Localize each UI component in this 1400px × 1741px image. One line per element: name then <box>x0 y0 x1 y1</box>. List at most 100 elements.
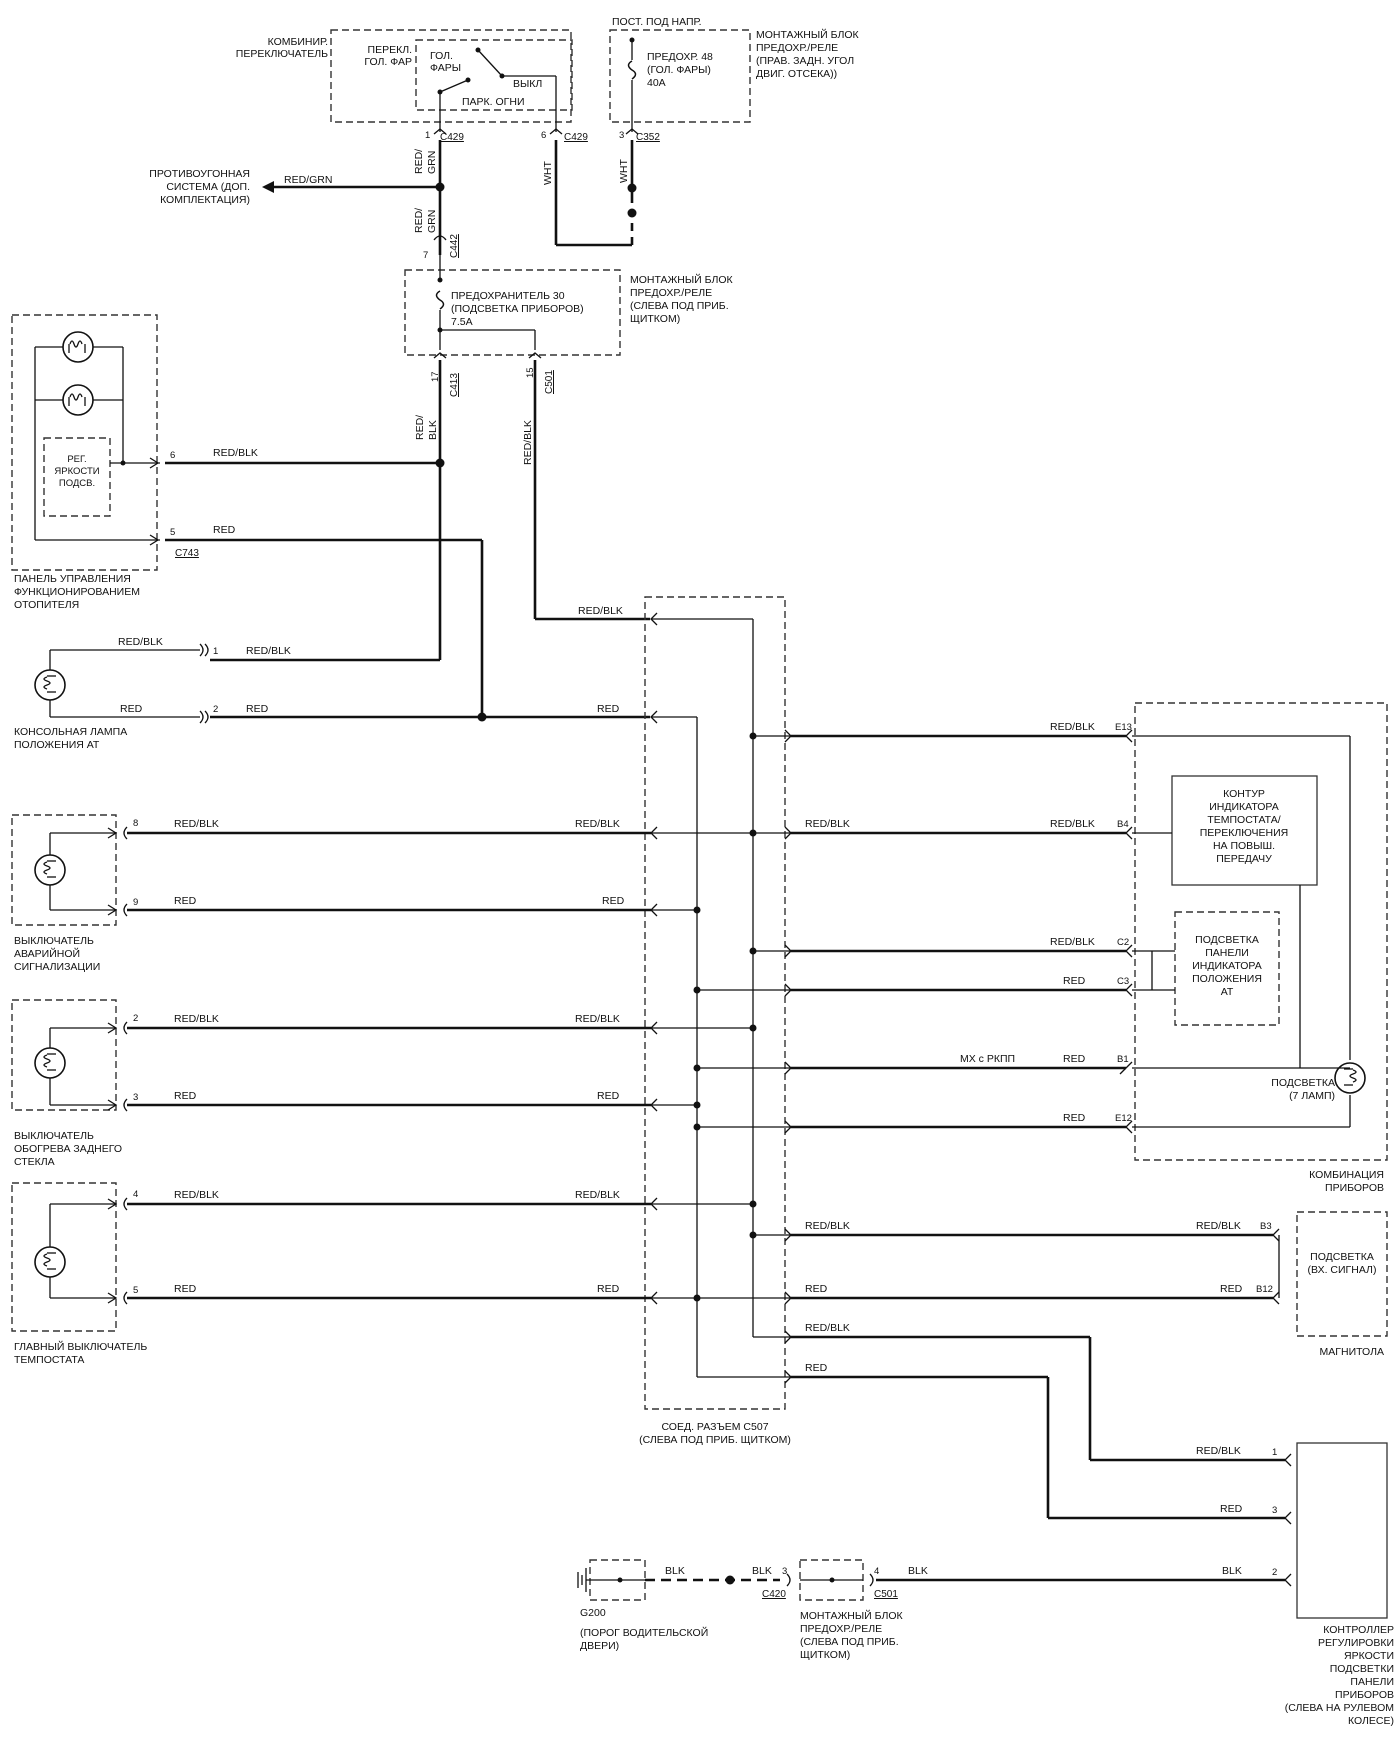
hazard-switch: 8 9 ВЫКЛЮЧАТЕЛЬ АВАРИЙНОЙ СИГНАЛИЗАЦИИ <box>11 814 138 973</box>
cruise-indicator-label: КОНТУР <box>1223 788 1265 800</box>
svg-text:GRN: GRN <box>426 151 438 174</box>
cruise-indicator-box <box>1171 775 1318 886</box>
svg-text:КОЛЕСЕ): КОЛЕСЕ) <box>1348 1715 1394 1727</box>
cluster-lamps-label: ПОДСВЕТКА <box>1271 1077 1335 1089</box>
instrument-cluster: КОМБИНАЦИЯ ПРИБОРОВ КОНТУР ИНДИКАТОРА ТЕ… <box>1115 702 1388 1194</box>
connector-c420: C420 <box>762 1589 786 1600</box>
svg-text:RED: RED <box>1220 1283 1243 1295</box>
connector-c743: C743 <box>175 548 199 559</box>
svg-text:ДВИГ. ОТСЕКА)): ДВИГ. ОТСЕКА)) <box>756 68 837 80</box>
svg-text:АТ: АТ <box>1221 986 1234 998</box>
svg-text:RED/BLK: RED/BLK <box>213 447 258 459</box>
svg-text:B12: B12 <box>1256 1284 1273 1295</box>
svg-text:5: 5 <box>170 527 175 538</box>
radio: ПОДСВЕТКА (ВХ. СИГНАЛ) МАГНИТОЛА B3 B12 <box>1256 1211 1388 1358</box>
svg-text:RED: RED <box>213 524 236 536</box>
radio-box <box>1296 1211 1388 1337</box>
svg-text:ФАРЫ: ФАРЫ <box>430 62 461 74</box>
hazard-box <box>11 814 117 926</box>
svg-text:RED: RED <box>120 703 143 715</box>
svg-text:RED: RED <box>246 703 269 715</box>
svg-text:ПОДСВЕТКИ: ПОДСВЕТКИ <box>1330 1663 1394 1675</box>
svg-text:17: 17 <box>430 371 441 382</box>
svg-text:RED/BLK: RED/BLK <box>522 420 534 465</box>
svg-text:C429: C429 <box>564 132 588 143</box>
svg-text:ТЕМПОСТАТА: ТЕМПОСТАТА <box>14 1354 84 1366</box>
radio-light-label: ПОДСВЕТКА <box>1310 1251 1374 1263</box>
svg-text:E13: E13 <box>1115 722 1132 733</box>
svg-text:6: 6 <box>170 450 175 461</box>
connector-c501: C501 <box>544 370 555 394</box>
svg-text:3: 3 <box>133 1092 138 1103</box>
dash-fuse-block: ПРЕДОХРАНИТЕЛЬ 30 (ПОДСВЕТКА ПРИБОРОВ) 7… <box>404 255 734 397</box>
svg-text:BLK: BLK <box>1222 1565 1242 1577</box>
combo-switch-box <box>330 29 572 123</box>
console-at-lamp: RED/BLK RED 1 2 КОНСОЛЬНАЯ ЛАМПА ПОЛОЖЕН… <box>14 636 218 751</box>
connector-c501b: C501 <box>874 1589 898 1600</box>
svg-text:4: 4 <box>874 1566 879 1577</box>
wht-wire: WHT WHT <box>542 140 637 247</box>
svg-text:ТЕМПОСТАТА/: ТЕМПОСТАТА/ <box>1207 814 1280 826</box>
svg-text:B3: B3 <box>1260 1221 1272 1232</box>
svg-text:ГОЛ. ФАР: ГОЛ. ФАР <box>364 56 412 68</box>
hazard-label: ВЫКЛЮЧАТЕЛЬ <box>14 935 94 947</box>
svg-text:ЯРКОСТИ: ЯРКОСТИ <box>54 466 99 477</box>
svg-text:ПОЛОЖЕНИЯ АТ: ПОЛОЖЕНИЯ АТ <box>14 739 100 751</box>
cluster-label: КОМБИНАЦИЯ <box>1309 1169 1384 1181</box>
svg-text:5: 5 <box>133 1285 138 1296</box>
svg-text:(7 ЛАМП): (7 ЛАМП) <box>1289 1090 1335 1102</box>
svg-text:3: 3 <box>782 1566 787 1577</box>
svg-text:RED/BLK: RED/BLK <box>174 818 219 830</box>
prndl-light-label: ПОДСВЕТКА <box>1195 934 1259 946</box>
svg-text:(СЛЕВА НА РУЛЕВОМ: (СЛЕВА НА РУЛЕВОМ <box>1285 1702 1394 1714</box>
svg-text:RED: RED <box>174 1283 197 1295</box>
svg-text:ОБОГРЕВА ЗАДНЕГО: ОБОГРЕВА ЗАДНЕГО <box>14 1143 122 1155</box>
svg-text:RED: RED <box>174 895 197 907</box>
svg-text:ПРЕДОХР./РЕЛЕ: ПРЕДОХР./РЕЛЕ <box>756 42 838 54</box>
rear-defrost-label: ВЫКЛЮЧАТЕЛЬ <box>14 1130 94 1142</box>
svg-text:RED: RED <box>597 1090 620 1102</box>
svg-text:9: 9 <box>133 897 138 908</box>
red-grn-wire: RED/GRN ПРОТИВОУГОННАЯ СИСТЕМА (ДОП. КОМ… <box>149 140 460 261</box>
svg-text:WHT: WHT <box>542 161 554 185</box>
svg-text:7: 7 <box>423 250 428 261</box>
svg-text:RED/: RED/ <box>413 149 425 174</box>
svg-text:8: 8 <box>133 818 138 829</box>
rear-defrost-box <box>11 999 117 1111</box>
svg-text:(ПОДСВЕТКА ПРИБОРОВ): (ПОДСВЕТКА ПРИБОРОВ) <box>451 303 584 315</box>
fuse48-label: ПРЕДОХР. 48 <box>647 51 713 63</box>
engine-fuse-block-label: МОНТАЖНЫЙ БЛОК <box>756 28 860 41</box>
svg-text:СИСТЕМА (ДОП.: СИСТЕМА (ДОП. <box>166 181 250 193</box>
heater-control-panel: РЕГ. ЯРКОСТИ ПОДСВ. 6 5 C743 ПАНЕЛЬ УПРА… <box>11 314 199 611</box>
svg-text:RED: RED <box>597 1283 620 1295</box>
svg-text:RED: RED <box>805 1283 828 1295</box>
svg-text:ИНДИКАТОРА: ИНДИКАТОРА <box>1209 801 1279 813</box>
heater-panel-box <box>11 314 158 571</box>
engine-fuse-block: ПОСТ. ПОД НАПР. ПРЕДОХР. 48 (ГОЛ. ФАРЫ) … <box>609 16 860 132</box>
svg-text:РЕГУЛИРОВКИ: РЕГУЛИРОВКИ <box>1318 1637 1394 1649</box>
svg-text:КОМПЛЕКТАЦИЯ): КОМПЛЕКТАЦИЯ) <box>160 194 250 206</box>
svg-text:7.5A: 7.5A <box>451 316 473 328</box>
svg-text:(СЛЕВА ПОД ПРИБ.: (СЛЕВА ПОД ПРИБ. <box>630 300 729 312</box>
svg-text:2: 2 <box>133 1013 138 1024</box>
console-lamp-label: КОНСОЛЬНАЯ ЛАМПА <box>14 726 127 738</box>
svg-text:RED/BLK: RED/BLK <box>174 1189 219 1201</box>
cruise-switch-label: ГЛАВНЫЙ ВЫКЛЮЧАТЕЛЬ <box>14 1340 147 1353</box>
svg-text:BLK: BLK <box>752 1565 772 1577</box>
antitheft-label: ПРОТИВОУГОННАЯ <box>149 168 250 180</box>
rear-defrost-switch: 2 3 ВЫКЛЮЧАТЕЛЬ ОБОГРЕВА ЗАДНЕГО СТЕКЛА <box>11 999 138 1168</box>
svg-text:RED/BLK: RED/BLK <box>575 1013 620 1025</box>
svg-text:RED: RED <box>1063 1112 1086 1124</box>
combination-switch: КОМБИНИР. ПЕРЕКЛЮЧАТЕЛЬ ПЕРЕКЛ. ГОЛ. ФАР… <box>236 29 573 132</box>
svg-text:(СЛЕВА ПОД ПРИБ. ЩИТКОМ): (СЛЕВА ПОД ПРИБ. ЩИТКОМ) <box>639 1434 791 1446</box>
svg-text:ПРИБОРОВ: ПРИБОРОВ <box>1335 1689 1394 1701</box>
svg-text:1: 1 <box>213 646 218 657</box>
svg-text:АВАРИЙНОЙ: АВАРИЙНОЙ <box>14 947 80 960</box>
svg-text:НА ПОВЫШ.: НА ПОВЫШ. <box>1213 840 1275 852</box>
svg-text:1: 1 <box>1272 1447 1277 1458</box>
svg-text:BLK: BLK <box>665 1565 685 1577</box>
cluster-wires: RED/BLK RED/BLK RED/BLK RED/BLK RED MX с… <box>791 721 1126 1129</box>
svg-text:(ГОЛ. ФАРЫ): (ГОЛ. ФАРЫ) <box>647 64 711 76</box>
svg-text:(ПРАВ. ЗАДН. УГОЛ: (ПРАВ. ЗАДН. УГОЛ <box>756 55 854 67</box>
